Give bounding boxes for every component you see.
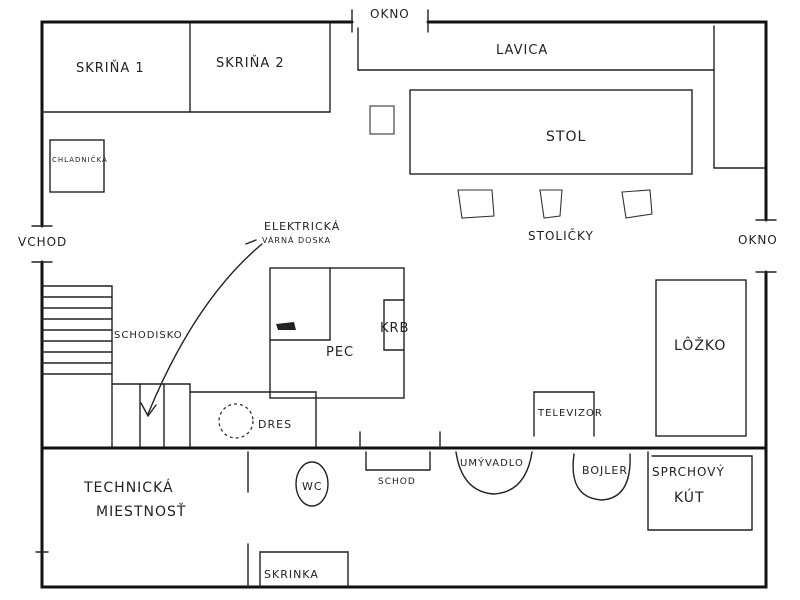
lozko-label: LÔŽKO: [674, 336, 726, 354]
staircase: [41, 285, 191, 449]
lavica-label: LAVICA: [496, 43, 548, 58]
wardrobes: [41, 21, 331, 113]
schodisko-label: SCHODISKO: [114, 330, 183, 341]
tv: [533, 391, 595, 437]
stol-label: STOL: [546, 129, 586, 145]
window-right: [755, 219, 777, 273]
technicka-label: TECHNICKÁ: [83, 479, 174, 496]
bojler-label: BOJLER: [582, 464, 628, 477]
stolicky-label: STOLIČKY: [528, 228, 594, 243]
krb-label: KRB: [380, 321, 409, 336]
tech-room-partition: [35, 451, 249, 588]
vchod-label: VCHOD: [18, 235, 67, 249]
chladnicka-label: CHLADNIČKA: [52, 155, 108, 164]
chair: [369, 105, 395, 135]
pec-label: PEC: [326, 345, 354, 360]
cooktop-arrow: [140, 243, 263, 418]
dres-label: DRES: [258, 418, 292, 431]
schod-label: SCHOD: [378, 477, 416, 487]
interior-wall: [40, 431, 768, 450]
outer-walls: [40, 20, 768, 589]
wc-label: WC: [302, 480, 323, 493]
table: [409, 89, 693, 175]
elektricka-label: ELEKTRICKÁ: [264, 220, 340, 233]
bench: [357, 25, 765, 169]
kut-label: KÚT: [674, 488, 705, 506]
sprchovy-label: SPRCHOVÝ: [652, 464, 725, 479]
okno-top-label: OKNO: [370, 7, 410, 21]
stove: [269, 267, 405, 399]
bed: [655, 279, 747, 437]
window-top: [351, 9, 429, 33]
varna-doska-label: VÁRNÁ DOSKA: [262, 234, 331, 245]
umyvadlo-label: UMÝVADLO: [460, 456, 524, 469]
okno-right-label: OKNO: [738, 233, 778, 247]
cooktop-marker: [245, 239, 257, 245]
boiler: [572, 453, 631, 501]
entrance-opening: [31, 225, 53, 263]
stools: [457, 189, 653, 219]
skrina-1-label: SKRIŇA 1: [76, 60, 145, 76]
televizor-label: TELEVIZOR: [537, 408, 603, 419]
dresser: [189, 391, 317, 449]
fridge: [49, 139, 105, 193]
skrinka-label: SKRINKA: [264, 568, 319, 581]
stove-door-mark: [276, 322, 296, 330]
miestnost-label: MIESTNOSŤ: [96, 503, 186, 520]
skrina-2-label: SKRIŇA 2: [216, 55, 285, 71]
shower: [647, 451, 753, 531]
step: [365, 451, 431, 471]
labels: OKNO OKNO VCHOD SKRIŇA 1 SKRIŇA 2 LAVICA…: [18, 7, 778, 581]
toilet: [295, 461, 329, 507]
dress-circle: [218, 403, 254, 439]
small-cabinet: [259, 551, 349, 588]
sink: [455, 451, 533, 495]
